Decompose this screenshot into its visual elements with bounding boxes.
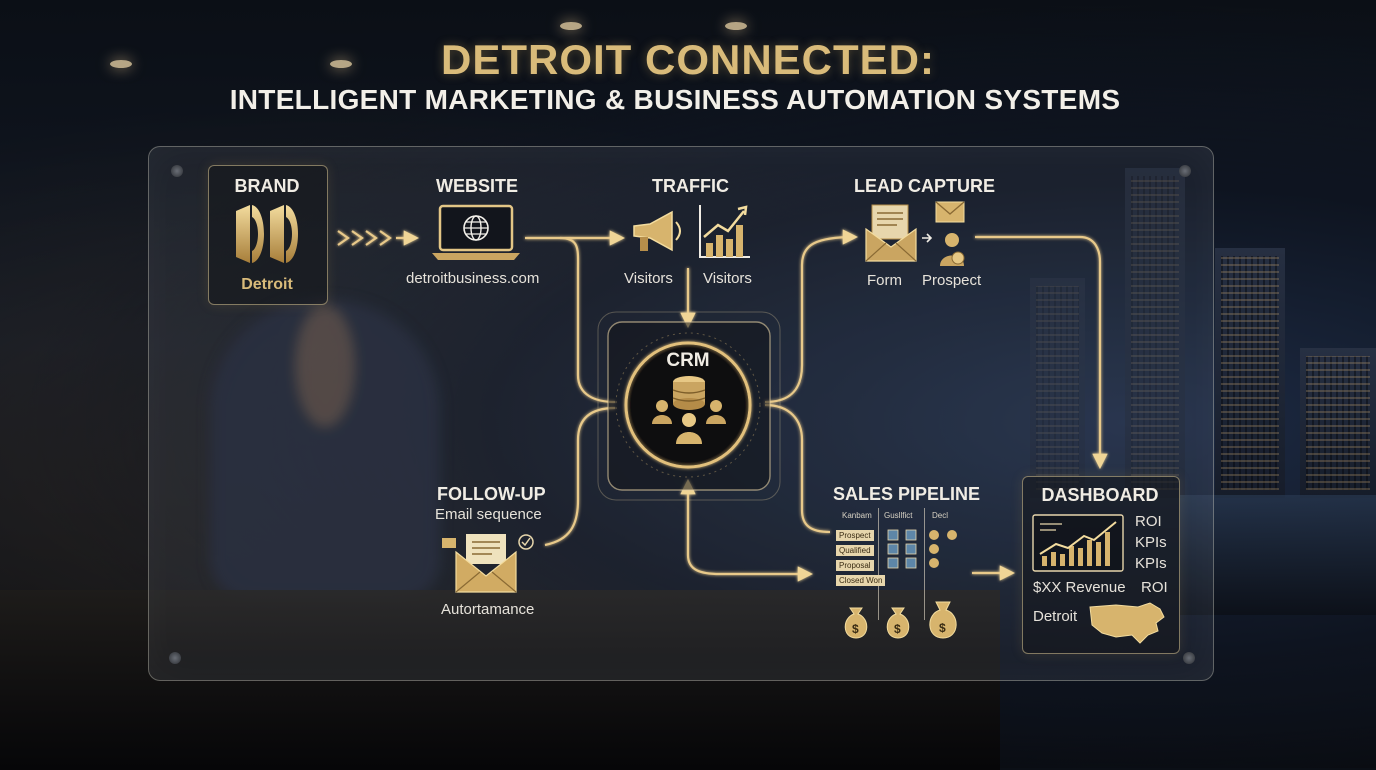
website-caption: detroitbusiness.com [406, 270, 540, 287]
crm-label: CRM [666, 350, 710, 371]
dashboard-metric: KPIs [1135, 555, 1167, 572]
city-tower [1300, 348, 1376, 498]
pipeline-stage-card: Closed Won [836, 575, 886, 586]
form-envelope-icon [865, 204, 917, 262]
main-title: DETROIT CONNECTED: [441, 36, 935, 83]
panel-screw [1183, 652, 1195, 664]
prospect-icon [922, 201, 965, 266]
sales-pipeline-label: SALES PIPELINE [833, 484, 981, 504]
panel-screw [171, 165, 183, 177]
ceiling-light [725, 22, 747, 30]
follow-up-caption-top: Email sequence [435, 506, 542, 523]
city-tower [1215, 248, 1285, 498]
svg-text:$: $ [894, 622, 901, 636]
pipeline-cards-icon [887, 529, 957, 569]
website-label: WEBSITE [436, 176, 519, 196]
lead-capture-label: LEAD CAPTURE [854, 176, 996, 196]
traffic-caption-right: Visitors [703, 270, 752, 287]
dashboard-metric: ROI [1135, 513, 1162, 530]
brand-caption: Detroit [241, 276, 293, 293]
svg-text:$: $ [852, 622, 859, 636]
brand-logo-icon [236, 205, 298, 263]
growth-chart-icon [699, 205, 750, 258]
pipeline-divider [878, 508, 879, 620]
laptop-globe-icon [432, 204, 520, 260]
svg-text:$: $ [939, 621, 946, 635]
pipeline-stage-card: Prospect [836, 530, 874, 541]
brand-card [208, 165, 328, 305]
dashboard-revenue: $XX Revenue [1033, 579, 1126, 596]
traffic-caption-left: Visitors [624, 270, 673, 287]
pipeline-board: Kanbam Gusllfict Decl Prospect Qualified… [834, 508, 966, 620]
lead-capture-caption-right: Prospect [922, 272, 982, 289]
database-people-icon [652, 376, 726, 444]
ceiling-light [560, 22, 582, 30]
brand-label: BRAND [234, 176, 300, 196]
pipeline-column-header: Decl [932, 511, 949, 520]
money-bags-icon: $ $ $ [844, 601, 957, 639]
pipeline-column-header: Kanbam [842, 511, 872, 520]
follow-up-caption-bottom: Autortamance [441, 601, 535, 618]
dashboard-metric: KPIs [1135, 534, 1167, 551]
email-envelope-icon [442, 534, 534, 593]
megaphone-icon [633, 210, 681, 252]
pipeline-column-header: Gusllfict [884, 511, 913, 520]
dashboard-chart-icon [1032, 514, 1124, 572]
usa-map-icon [1089, 602, 1165, 644]
lead-capture-caption-left: Form [867, 272, 902, 289]
pipeline-stage-card: Proposal [836, 560, 874, 571]
dashboard-region: Detroit [1033, 608, 1078, 625]
panel-screw [169, 652, 181, 664]
pipeline-stage-card: Qualified [836, 545, 874, 556]
main-subtitle: INTELLIGENT MARKETING & BUSINESS AUTOMAT… [229, 84, 1121, 115]
dashboard-label: DASHBOARD [1041, 485, 1159, 505]
dashboard-roi: ROI [1141, 579, 1168, 596]
pipeline-divider [924, 508, 925, 620]
panel-screw [1179, 165, 1191, 177]
follow-up-label: FOLLOW-UP [437, 484, 546, 504]
traffic-label: TRAFFIC [652, 176, 729, 196]
